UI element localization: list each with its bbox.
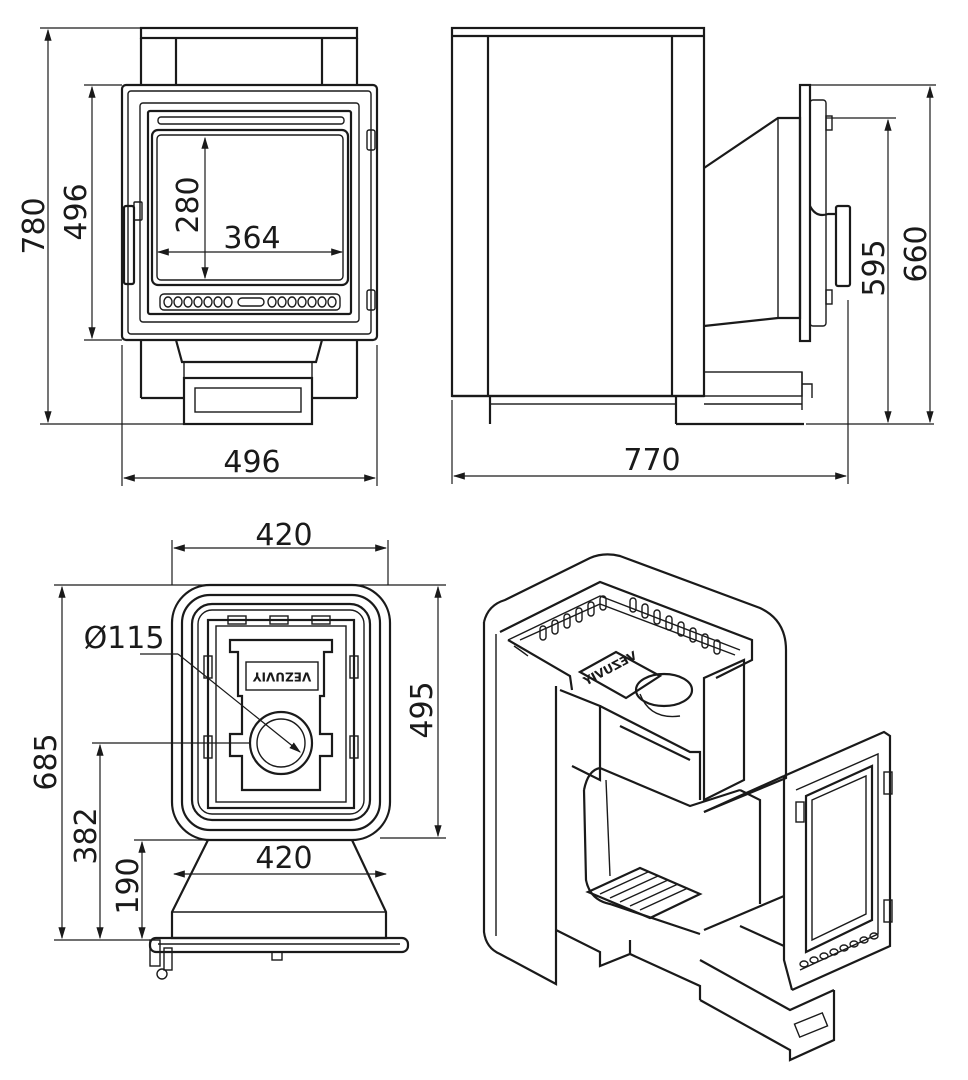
cutaway-isometric-view: VEZUVIY [482,553,893,1062]
dim-glass-280: 280 [171,176,206,233]
dim-diameter-115: Ø115 [84,621,165,656]
dim-front-496-horizontal: 496 [223,445,280,480]
dim-front-780: 780 [17,197,52,254]
top-view: VEZUVIY 420 [29,518,446,980]
side-view: 770 595 660 [450,26,936,484]
dim-top-495: 495 [405,681,440,738]
door-air-holes [799,932,879,968]
air-holes-front [159,293,341,311]
vent-slots [539,595,721,655]
dim-top-190: 190 [111,857,146,914]
brand-mark-top: VEZUVIY [253,670,312,684]
dim-side-595: 595 [857,239,892,296]
dim-top-685: 685 [29,733,64,790]
dim-side-660: 660 [899,225,934,282]
front-view: 780 496 280 364 496 [17,26,379,486]
dim-top-420-lower: 420 [255,841,312,876]
dim-glass-364: 364 [223,221,280,256]
dim-top-420-upper: 420 [255,518,312,553]
dim-side-770: 770 [623,443,680,478]
dim-top-382: 382 [69,807,104,864]
dim-front-496-vertical: 496 [59,183,94,240]
grate-bars [585,866,703,920]
